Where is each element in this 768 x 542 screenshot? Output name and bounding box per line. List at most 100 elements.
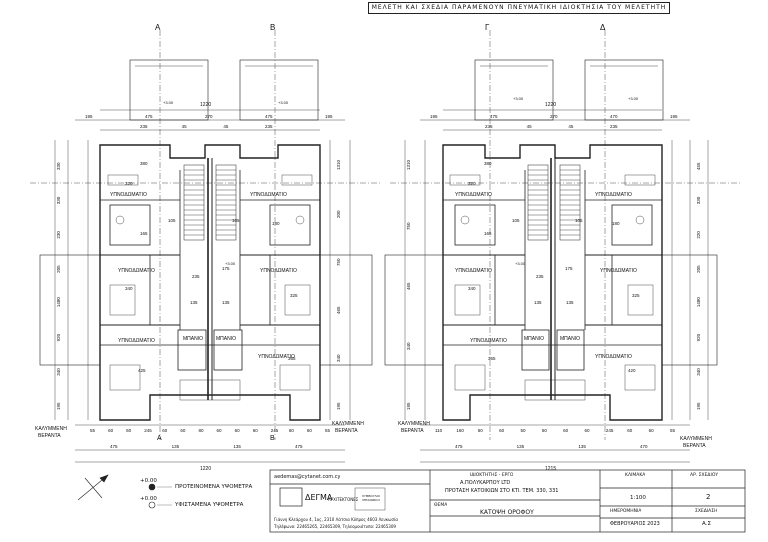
dimension-label: 135 — [233, 444, 241, 449]
project-name: ΠΡΟΤΑΣΗ ΚΑΤΟΙΚΙΩΝ ΣΤΟ ΚΤΙ. ΤΕΜ. 330, 331 — [445, 488, 559, 494]
dimension-label: 165 — [484, 231, 492, 236]
owner-label: ΙΔΙΟΚΤΗΤΗΣ - ΕΡΓΟ — [470, 473, 514, 478]
dimension-label: 475 — [145, 114, 153, 119]
room-label: ΥΠΝΟΔΩΜΑΤΙΟ — [110, 192, 147, 198]
veranda-label: ΚΑΛΥΜΜΕΝΗ — [680, 436, 712, 442]
dimension-total: 1220 — [545, 102, 556, 108]
title-block-frame — [269, 469, 746, 533]
veranda-label: ΒΕΡΑΝΤΑ — [683, 443, 706, 449]
dimension-label: 60 — [289, 428, 295, 433]
owner-name: Α.ΠΟΛΥΚΑΡΠΟΥ LTD — [460, 480, 511, 486]
dimension-label: 475 — [110, 444, 118, 449]
dimension-label: 230 — [56, 231, 61, 239]
dimension-label: 475 — [490, 114, 498, 119]
room-label: ΥΠΝΟΔΩΜΑΤΙΟ — [470, 338, 507, 344]
room-label: ΥΠΝΟΔΩΜΑΤΙΟ — [595, 354, 632, 360]
dimension-label: 235 — [265, 124, 273, 129]
dimension-label: 235 — [140, 124, 148, 129]
dimension-label: 80 — [198, 428, 204, 433]
dimension-label: 195 — [336, 402, 341, 410]
legend-level-mark: +0.00 — [140, 478, 157, 484]
dimension-label: 165 — [140, 231, 148, 236]
office-name: ΔΕΓΜΑ — [305, 494, 333, 501]
subject-label: ΘΕΜΑ — [434, 503, 448, 508]
veranda-label: ΚΑΛΥΜΜΕΝΗ — [35, 426, 67, 432]
dimension-label: 45 — [182, 124, 188, 129]
plan-right — [384, 30, 740, 463]
dimension-label: 105 — [168, 218, 176, 223]
dimension-label: 60 — [563, 428, 569, 433]
drawing-no-label: ΑΡ. ΣΧΕΔΙΟΥ — [690, 473, 719, 478]
dimension-label: 200 — [336, 210, 341, 218]
dimension-label: 465 — [406, 282, 411, 290]
dimension-label: 245 — [606, 428, 614, 433]
dimension-label: 175 — [565, 266, 573, 271]
dimension-label: 55 — [90, 428, 96, 433]
room-label: ΥΠΝΟΔΩΜΑΤΙΟ — [455, 192, 492, 198]
scale-label: ΚΛΙΜΑΚΑ — [625, 473, 646, 478]
dimension-label: 60 — [542, 428, 548, 433]
dimension-label: 475 — [295, 444, 303, 449]
dimension-label: 60 — [307, 428, 313, 433]
level-mark: +3.00 — [163, 100, 174, 105]
dimension-label: 60 — [235, 428, 241, 433]
legend-existing: ΥΦΙΣΤΑΜΕΝΑ ΥΨΟΜΕΤΡΑ — [175, 502, 244, 508]
north-arrow-icon — [77, 474, 109, 501]
room-label: ΜΠΑΝΙΟ — [524, 336, 544, 342]
dimension-label: 45 — [223, 124, 229, 129]
office-address: Γιάννη Κλεάρχου 4, 1ος, 2310 Λάτσια Κύπρ… — [274, 517, 399, 522]
level-mark: +3.00 — [515, 261, 526, 266]
dimension-label: 365 — [288, 356, 296, 361]
veranda-label: ΚΑΛΥΜΜΕΝΗ — [332, 421, 364, 427]
dimension-label: 320 — [125, 181, 133, 186]
dimension-label: 195 — [85, 114, 93, 119]
section-marker-a-bottom: A — [157, 435, 162, 442]
room-label: ΥΠΝΟΔΩΜΑΤΙΟ — [250, 192, 287, 198]
room-label: ΥΠΝΟΔΩΜΑΤΙΟ — [455, 268, 492, 274]
room-label: ΜΠΑΝΙΟ — [560, 336, 580, 342]
dimension-label: 60 — [649, 428, 655, 433]
dimension-label: 425 — [138, 368, 146, 373]
revision-label: ΣΧΕΔΙΑΣΗ — [695, 509, 718, 514]
dimension-label: 330 — [56, 162, 61, 170]
room-label: ΜΠΑΝΙΟ — [216, 336, 236, 342]
dimension-label: 60 — [478, 428, 484, 433]
dimension-label: 175 — [222, 266, 230, 271]
dimension-label: 380 — [484, 161, 492, 166]
dimension-label: 750 — [336, 258, 341, 266]
dimension-label: 245 — [271, 428, 279, 433]
dimension-label: 920 — [56, 333, 61, 341]
dimension-label: 1310 — [406, 159, 411, 170]
plan-left — [30, 30, 380, 463]
veranda-label: ΒΕΡΑΝΤΑ — [335, 428, 358, 434]
dimension-label: 60 — [253, 428, 259, 433]
office-phones: Τηλέφωνο: 22465265, 22465309, Τηλεομοιότ… — [274, 524, 396, 529]
room-label: ΥΠΝΟΔΩΜΑΤΙΟ — [260, 268, 297, 274]
copyright-notice: ΜΕΛΕΤΗ ΚΑΙ ΣΧΕΔΙΑ ΠΑΡΑΜΕΝΟΥΝ ΠΝΕΥΜΑΤΙΚΗ … — [368, 2, 670, 14]
room-label: ΥΠΝΟΔΩΜΑΤΙΟ — [258, 354, 295, 360]
veranda-label: ΒΕΡΑΝΤΑ — [38, 433, 61, 439]
dimension-label: 180 — [272, 221, 280, 226]
dimension-label: 340 — [406, 342, 411, 350]
dimension-label: 55 — [670, 428, 676, 433]
dimension-label: 105 — [512, 218, 520, 223]
dimension-label: 195 — [325, 114, 333, 119]
dimension-total: 1215 — [545, 466, 556, 472]
dimension-label: 195 — [696, 402, 701, 410]
dimension-label: 135 — [222, 300, 230, 305]
dimension-label: 1480 — [56, 297, 61, 308]
dimension-label: 135 — [534, 300, 542, 305]
dimension-label: 235 — [192, 274, 200, 279]
dimension-label: 750 — [406, 222, 411, 230]
dimension-label: 60 — [126, 428, 132, 433]
dimension-label: 270 — [205, 114, 213, 119]
dimension-label: 235 — [610, 124, 618, 129]
level-mark: +3.00 — [513, 96, 524, 101]
dimension-label: 1480 — [696, 297, 701, 308]
dimension-label: 340 — [468, 286, 476, 291]
section-marker-a: A — [155, 23, 161, 32]
dimension-label: 195 — [430, 114, 438, 119]
legend-level-mark: +0.00 — [140, 496, 157, 502]
dimension-label: 135 — [578, 444, 586, 449]
